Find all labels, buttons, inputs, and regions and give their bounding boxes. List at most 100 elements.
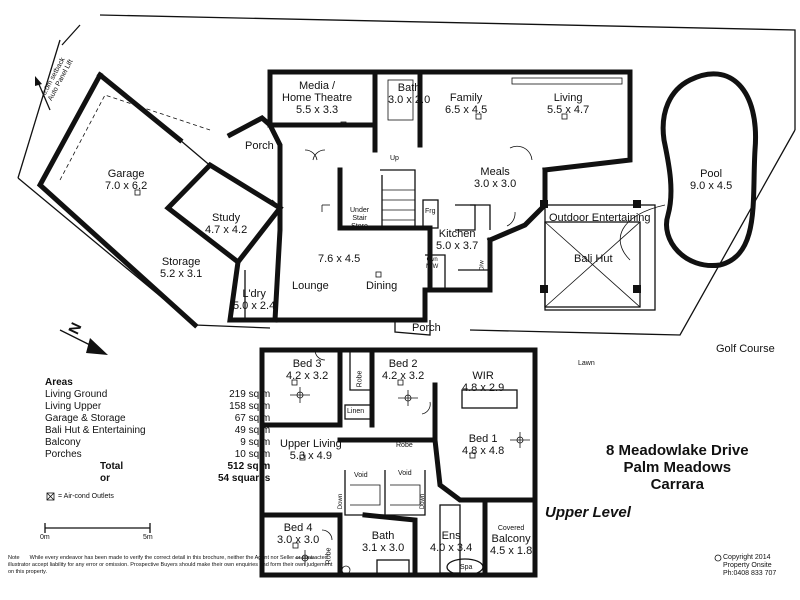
scale-bar [44, 523, 151, 533]
living-label: Living 5.5 x 4.7 [547, 92, 589, 116]
study-name: Study [212, 212, 241, 224]
storage-label: Storage 5.2 x 3.1 [160, 256, 202, 280]
bali-hut-label: Bali Hut [574, 253, 613, 265]
total-label: Total [100, 461, 124, 472]
garage-label: Garage 7.0 x 6.2 [105, 168, 147, 192]
lounge-label: Lounge [292, 280, 329, 292]
aircon-legend-text: = Air-cond Outlets [58, 493, 114, 500]
bed2-name: Bed 2 [388, 358, 418, 370]
scale-end: 5m [143, 534, 153, 541]
ground-floor-walls [267, 69, 633, 323]
under-stair-2: Stair [352, 215, 367, 222]
linen-label: Linen [347, 408, 365, 415]
north-arrow-icon [59, 329, 108, 355]
laundry-label: L'dry 5.0 x 2.4 [233, 288, 275, 312]
kitchen-label: Kitchen 5.0 x 3.7 [436, 228, 478, 252]
wir-name: WIR [472, 370, 494, 382]
aircon-outlets [134, 113, 568, 549]
bed4-label: Bed 4 3.0 x 3.0 [277, 522, 319, 546]
or-label: or [100, 473, 110, 484]
under-stair-1: Under [350, 207, 370, 214]
bed4-dim: 3.0 x 3.0 [277, 534, 320, 546]
fridge-label: Frg [425, 208, 436, 215]
laundry-dim: 5.0 x 2.4 [233, 300, 276, 312]
kitchen-name: Kitchen [438, 228, 476, 240]
aircon-legend-icon [46, 492, 55, 501]
squares-value: 54 squares [218, 473, 271, 484]
void-2-label: Void [398, 470, 412, 477]
under-stair-label: Under Stair Store [350, 207, 369, 231]
family-name: Family [449, 92, 483, 104]
upper-living-dim: 5.3 x 4.9 [289, 450, 332, 462]
storage-dim: 5.2 x 3.1 [160, 268, 203, 280]
up-label: Up [390, 155, 399, 162]
study-label: Study 4.7 x 4.2 [205, 212, 247, 236]
ensuite-label: Ens 4.0 x 3.4 [430, 530, 472, 554]
robe-2-label: Robe [396, 442, 413, 449]
storage-walls [227, 259, 278, 323]
upper-bath-dim: 3.1 x 3.0 [362, 542, 405, 554]
copyright-icon [714, 554, 722, 562]
spa-label: Spa [460, 564, 473, 571]
bed1-label: Bed 1 4.8 x 4.8 [462, 433, 504, 457]
balcony-name: Covered [497, 525, 525, 532]
address-line3: Carrara [650, 476, 704, 493]
copyright-line1: Copyright 2014 [723, 554, 771, 561]
upper-floor-walls [259, 347, 538, 578]
down-1-label: Down [338, 493, 345, 510]
area-name: Living Ground [45, 389, 108, 400]
area-value: 158 sq m [229, 401, 271, 412]
area-value: 9 sq m [240, 437, 271, 448]
outdoor-label: Outdoor Entertaining [549, 212, 651, 224]
pool-name: Pool [700, 168, 723, 180]
garage-walls [36, 71, 214, 329]
address-block: 8 Meadowlake Drive Palm Meadows Carrara [606, 442, 749, 493]
wir-label: WIR 4.8 x 2.9 [462, 370, 504, 394]
note-text: While every endeavor has been made to ve… [8, 555, 333, 575]
area-name: Porches [45, 449, 82, 460]
table-row: Porches 10 sq m [45, 449, 273, 461]
media-name: Media / [299, 80, 336, 92]
area-value: 67 sq m [234, 413, 271, 424]
copyright-block: Copyright 2014 Property Onsite Ph:0408 8… [723, 554, 776, 578]
pool-label: Pool 9.0 x 4.5 [690, 168, 732, 192]
dining-label: Dining [366, 280, 398, 292]
garage-name: Garage [107, 168, 145, 180]
garage-dim: 7.0 x 6.2 [105, 180, 148, 192]
living-dim: 5.5 x 4.7 [547, 104, 590, 116]
upper-living-label: Upper Living 5.3 x 4.9 [280, 438, 342, 462]
oven-text: Ovn [426, 257, 438, 263]
laundry-name: L'dry [242, 288, 266, 300]
under-stair-3: Store [351, 223, 368, 230]
study-dim: 4.7 x 4.2 [205, 224, 248, 236]
void-1-label: Void [354, 472, 368, 479]
living-name: Living [553, 92, 583, 104]
ceiling-fans [290, 387, 530, 566]
upper-living-name: Upper Living [280, 438, 342, 450]
area-value: 49 sq m [234, 425, 271, 436]
balcony-name2: Balcony [491, 533, 531, 545]
down-2-label: Down [420, 493, 427, 510]
media-dim: 5.5 x 3.3 [295, 104, 339, 116]
address-line2: Palm Meadows [623, 459, 732, 476]
area-value: 10 sq m [234, 449, 271, 460]
lawn-label: Lawn [578, 360, 595, 367]
lounge-dim: 7.6 x 4.5 [318, 253, 361, 265]
pool-outline [660, 71, 759, 269]
media-name2: Home Theatre [282, 92, 353, 104]
bed1-name: Bed 1 [468, 433, 498, 445]
golf-course-label: Golf Course [716, 343, 775, 355]
squares-row: or 54 squares [45, 473, 273, 485]
family-label: Family 6.5 x 4.5 [445, 92, 487, 116]
copyright-line2: Property Onsite [723, 562, 772, 569]
wir-dim: 4.8 x 2.9 [462, 382, 505, 394]
area-name: Living Upper [45, 401, 102, 412]
meals-name: Meals [480, 166, 510, 178]
setback-arrow [37, 81, 51, 111]
bath-ground-label: Bath 3.0 x 2.0 [388, 82, 430, 106]
